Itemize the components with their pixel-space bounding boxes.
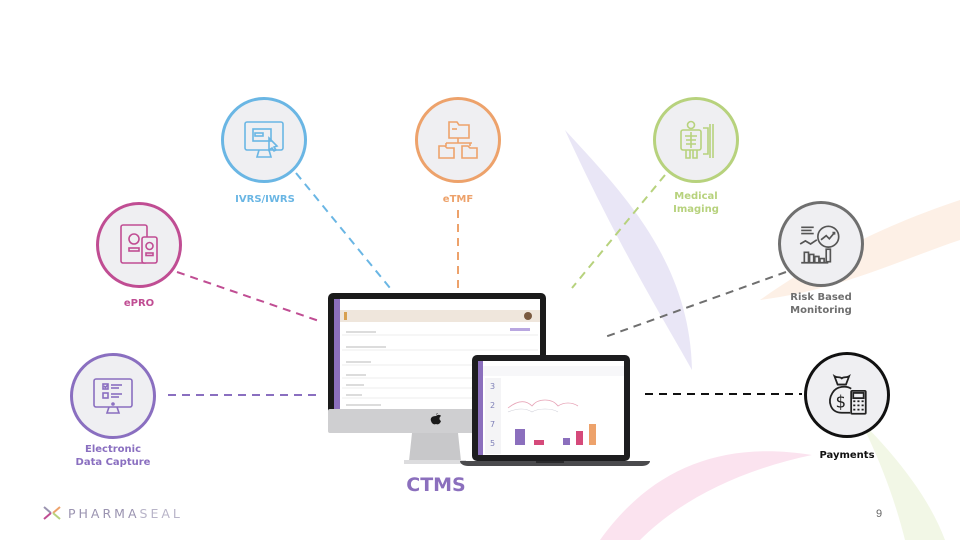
tablet-phone-user-icon (120, 224, 158, 264)
monitor-checklist-icon (93, 378, 133, 414)
laptop-stat-2: 2 (490, 401, 495, 410)
node-edc (70, 353, 156, 439)
laptop-screen (478, 361, 624, 455)
page-number: 9 (876, 508, 883, 520)
connector-rbm (604, 271, 787, 338)
moneybag-calculator-icon: $ (829, 373, 867, 415)
xray-icon (680, 120, 714, 159)
label-payments: Payments (819, 450, 875, 461)
ctms-label: CTMS (406, 474, 466, 496)
label-imaging: Medical Imaging (673, 191, 719, 215)
node-ivrs (221, 97, 307, 183)
pharmaseal-logo: PHARMASEAL (42, 505, 183, 521)
node-etmf (415, 97, 501, 183)
node-rbm (778, 201, 864, 287)
brand-pharma: PHARMA (68, 505, 140, 521)
node-imaging (653, 97, 739, 183)
pharmaseal-logo-icon (43, 506, 61, 520)
laptop-stat-1: 3 (490, 382, 495, 391)
node-epro (96, 202, 182, 288)
label-rbm: Risk Based Monitoring (790, 292, 852, 316)
svg-text:$: $ (836, 393, 847, 412)
connector-ivrs (295, 172, 391, 289)
ctms-devices: 3 2 7 5 (328, 293, 650, 466)
pink-swoosh (600, 451, 812, 540)
label-etmf: eTMF (442, 194, 474, 205)
brand-seal: SEAL (139, 505, 183, 521)
connector-epro (176, 271, 323, 323)
label-edc: Electronic Data Capture (75, 444, 151, 468)
label-epro: ePRO (123, 298, 155, 309)
laptop-stat-3: 7 (490, 420, 495, 429)
node-payments: $ (804, 352, 890, 438)
laptop-stat-4: 5 (490, 439, 495, 448)
chart-magnifier-icon (799, 225, 840, 264)
connector-imaging (571, 174, 666, 289)
folder-hierarchy-icon (438, 121, 478, 159)
label-ivrs: IVRS/IWRS (235, 194, 295, 205)
green-swoosh (860, 420, 945, 540)
purple-swoosh (565, 130, 692, 370)
monitor-click-icon (244, 121, 284, 158)
